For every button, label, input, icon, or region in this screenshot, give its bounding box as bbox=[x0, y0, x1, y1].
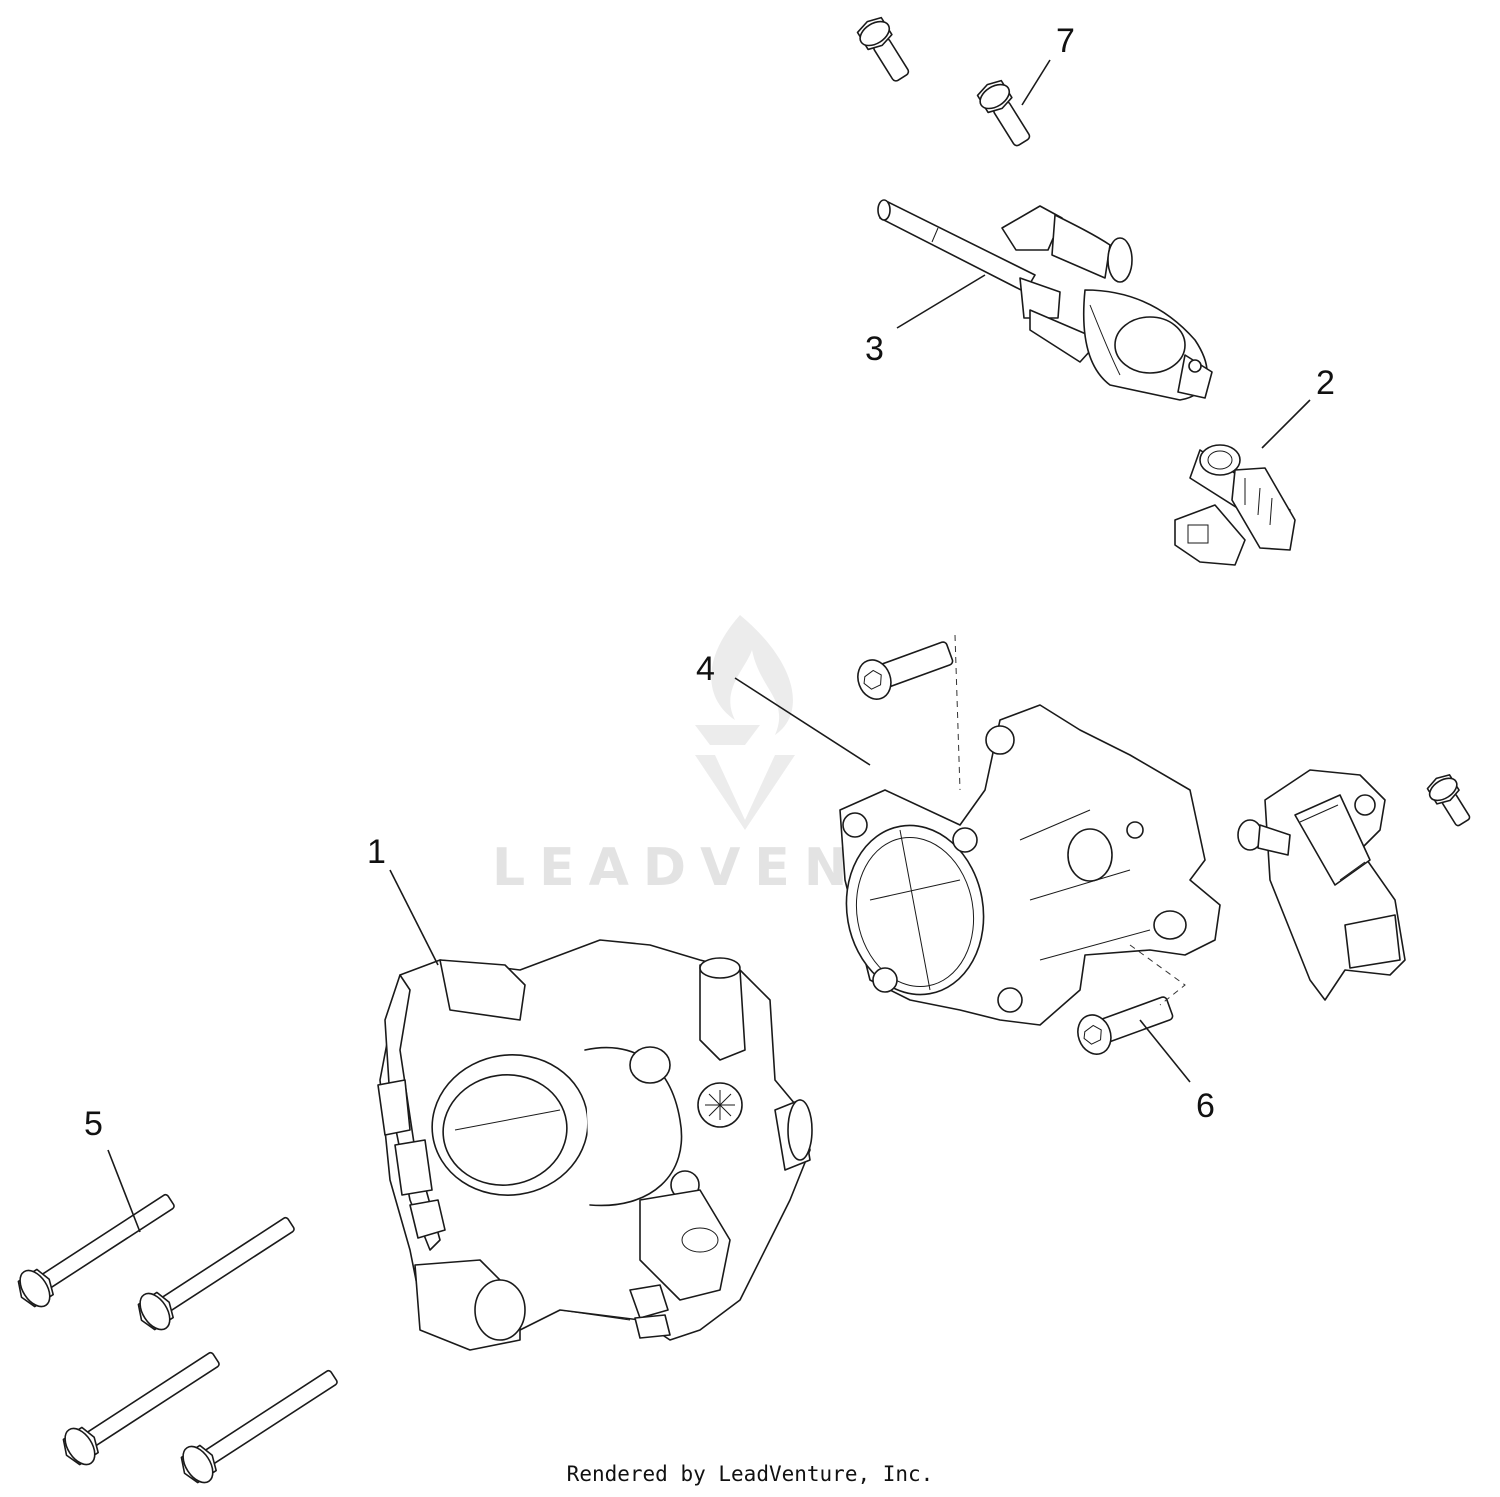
part-3-fuel-rail[interactable] bbox=[877, 199, 1213, 401]
alignment-dashes bbox=[954, 634, 1186, 1006]
callout-2: 2 bbox=[1316, 364, 1335, 402]
part-2-fuel-injector[interactable] bbox=[1174, 444, 1296, 566]
callout-6: 6 bbox=[1196, 1087, 1215, 1125]
part-6-socket-cap-screws[interactable] bbox=[853, 633, 1177, 1058]
callout-1: 1 bbox=[367, 833, 386, 871]
callout-5: 5 bbox=[84, 1105, 103, 1143]
callouts: 7 3 2 4 1 5 6 bbox=[84, 22, 1335, 1143]
map-sensor[interactable] bbox=[1237, 769, 1406, 1001]
leader-lines bbox=[107, 59, 1311, 1233]
part-1-throttle-body[interactable] bbox=[377, 939, 813, 1351]
part-4-adapter[interactable] bbox=[833, 704, 1221, 1026]
part-5-long-bolts[interactable] bbox=[11, 1184, 345, 1490]
leadventure-flame-v-logo-icon bbox=[695, 615, 795, 830]
sensor-bolt[interactable] bbox=[1424, 770, 1477, 830]
footer-credit: Rendered by LeadVenture, Inc. bbox=[566, 1462, 934, 1486]
callout-3: 3 bbox=[865, 330, 884, 368]
callout-4: 4 bbox=[696, 650, 715, 688]
callout-7: 7 bbox=[1056, 22, 1075, 60]
part-7-bolts[interactable] bbox=[854, 13, 1037, 151]
